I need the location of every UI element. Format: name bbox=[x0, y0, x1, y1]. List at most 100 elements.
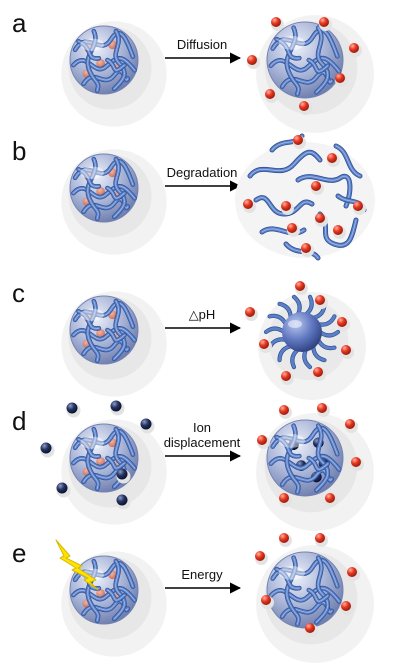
shell-highlight bbox=[80, 308, 104, 321]
polymer-chain-highlight bbox=[272, 559, 338, 587]
polymer-chain-highlight bbox=[272, 427, 338, 455]
polymer-chain-highlight bbox=[308, 457, 329, 470]
counter-ion bbox=[40, 442, 55, 458]
ion-particle bbox=[110, 400, 122, 412]
released-drug bbox=[299, 101, 312, 115]
released-drug bbox=[315, 295, 328, 309]
released-drug bbox=[295, 281, 308, 295]
drug-particle bbox=[301, 243, 311, 253]
drug-particle bbox=[337, 317, 347, 327]
released-drug bbox=[301, 243, 314, 257]
released-drug bbox=[319, 17, 332, 31]
polymer-chain-highlight bbox=[72, 327, 136, 341]
shell-highlight bbox=[80, 436, 104, 449]
shell-highlight bbox=[278, 566, 306, 580]
polymer-chain-highlight bbox=[113, 30, 125, 90]
loaded-nanoparticle bbox=[61, 419, 167, 525]
released-drug bbox=[261, 595, 274, 609]
released-drug bbox=[255, 551, 268, 565]
released-drug bbox=[333, 225, 346, 239]
polymer-chain-highlight bbox=[72, 185, 136, 199]
drug-particle bbox=[313, 367, 323, 377]
polymer-chain-highlight bbox=[286, 425, 299, 493]
polymer-chain-highlight bbox=[87, 560, 99, 622]
drug-particle bbox=[279, 405, 289, 415]
polymer-chain-highlight bbox=[106, 187, 125, 199]
drug-particle bbox=[271, 17, 281, 27]
polymer-chain-highlight bbox=[308, 59, 329, 72]
released-drug bbox=[317, 403, 330, 417]
core-highlight bbox=[288, 320, 302, 328]
drug-particle bbox=[293, 135, 303, 145]
panel-letter: a bbox=[12, 8, 27, 38]
drug-particle bbox=[265, 89, 275, 99]
loaded-nanoparticle bbox=[61, 291, 167, 397]
arrow-label: △pH bbox=[189, 307, 216, 322]
shell-highlight bbox=[80, 166, 104, 179]
drug-particle bbox=[333, 225, 343, 235]
ion-particle bbox=[40, 442, 52, 454]
polymer-chain-highlight bbox=[113, 300, 125, 360]
polymer-chain-highlight bbox=[113, 560, 125, 620]
lightning-bolt-icon bbox=[55, 539, 99, 591]
released-drug bbox=[259, 339, 272, 353]
lightning-bolt-shape bbox=[55, 539, 99, 591]
polymer-chain-highlight bbox=[113, 158, 125, 218]
drug-particle bbox=[341, 601, 351, 611]
encapsulated-drug bbox=[96, 58, 106, 68]
drug-particle bbox=[279, 533, 289, 543]
polymer-chain-highlight bbox=[276, 436, 300, 457]
encapsulated-drug bbox=[96, 588, 106, 598]
polymer-chain-highlight bbox=[87, 158, 99, 220]
drug-particle bbox=[245, 307, 255, 317]
polymer-network bbox=[71, 298, 137, 363]
drug-particle bbox=[345, 419, 355, 429]
released-drug bbox=[325, 493, 338, 507]
drug-particle bbox=[315, 213, 325, 223]
counter-ion bbox=[110, 400, 125, 416]
polymer-chain-highlight bbox=[87, 428, 99, 490]
drug-particle bbox=[311, 181, 321, 191]
polymer-chain-highlight bbox=[286, 27, 299, 95]
empty-nanoparticle bbox=[256, 545, 374, 663]
polymer-chain-highlight bbox=[74, 32, 134, 58]
shell-highlight bbox=[278, 434, 306, 448]
released-drug bbox=[347, 567, 360, 581]
polymer-chain-highlight bbox=[87, 300, 99, 362]
drug-particle bbox=[341, 345, 351, 355]
polymer-chain-highlight bbox=[74, 562, 134, 588]
polymer-chain-highlight bbox=[106, 589, 125, 601]
shell-highlight bbox=[278, 36, 306, 50]
encapsulated-drug bbox=[96, 328, 106, 338]
panel-e-result bbox=[255, 533, 374, 663]
collapsed-core bbox=[282, 312, 322, 352]
released-drug bbox=[257, 435, 270, 449]
released-drug bbox=[279, 405, 292, 419]
released-drug bbox=[341, 601, 354, 615]
released-drug bbox=[279, 533, 292, 547]
counter-ion bbox=[56, 482, 71, 498]
drug-particle bbox=[315, 295, 325, 305]
panel-b-result bbox=[235, 133, 375, 261]
panel-letter: c bbox=[12, 278, 25, 308]
polymer-chain-highlight bbox=[270, 57, 340, 72]
drug-particle bbox=[351, 457, 361, 467]
panel-c-result bbox=[245, 281, 366, 400]
polymer-chain-highlight bbox=[315, 557, 329, 623]
drug-particle bbox=[247, 55, 257, 65]
released-drug bbox=[337, 317, 350, 331]
released-drug bbox=[327, 153, 340, 167]
released-drug bbox=[281, 371, 294, 385]
polymer-chain-highlight bbox=[270, 587, 340, 602]
polymer-chain-highlight bbox=[72, 57, 136, 71]
released-drug bbox=[243, 199, 256, 213]
polymer-fragment-highlight bbox=[297, 175, 351, 207]
drug-particle bbox=[349, 43, 359, 53]
polymer-chain-highlight bbox=[72, 587, 136, 601]
arrow-label: Degradation bbox=[167, 165, 238, 180]
counter-ion bbox=[140, 418, 155, 434]
drug-particle bbox=[255, 551, 265, 561]
polymer-chain-highlight bbox=[74, 160, 134, 186]
